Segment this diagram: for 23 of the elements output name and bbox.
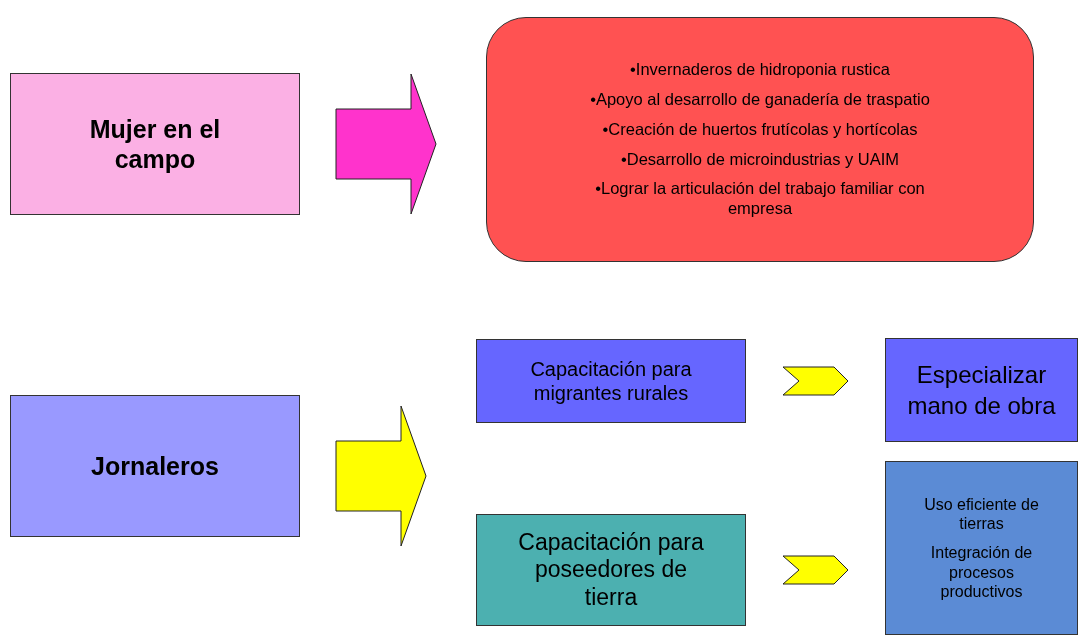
node-text: •Lograr la articulación del trabajo familiar con empresa — [594, 179, 926, 219]
chevron-arrow — [782, 366, 849, 396]
node-text: •Apoyo al desarrollo de ganadería de traspatio — [590, 89, 930, 110]
node-text: Integración de procesos productivos — [929, 543, 1034, 601]
node-text: Capacitación para migrantes rurales — [529, 357, 693, 405]
text-box — [476, 514, 746, 626]
text-box — [885, 461, 1078, 635]
text-box — [885, 338, 1078, 442]
node-text: •Invernaderos de hidroponia rustica — [630, 60, 890, 80]
block-arrow — [335, 73, 437, 215]
node-text: •Creación de huertos frutícolas y hortícolas — [602, 119, 918, 140]
node-text: Especializar mano de obra — [906, 359, 1057, 421]
node-text: Mujer en el campo — [88, 114, 222, 174]
node-text: Capacitación para poseedores de tierra — [517, 528, 705, 612]
text-box — [476, 339, 746, 423]
node-text: Uso eficiente de tierras — [923, 495, 1040, 534]
chevron-arrow — [782, 555, 849, 585]
block-arrow — [335, 405, 427, 547]
node-text: Jornaleros — [91, 451, 219, 481]
node-text: •Desarrollo de microindustrias y UAIM — [620, 149, 900, 170]
text-box — [486, 17, 1034, 262]
text-box — [10, 73, 300, 215]
text-box — [10, 395, 300, 537]
